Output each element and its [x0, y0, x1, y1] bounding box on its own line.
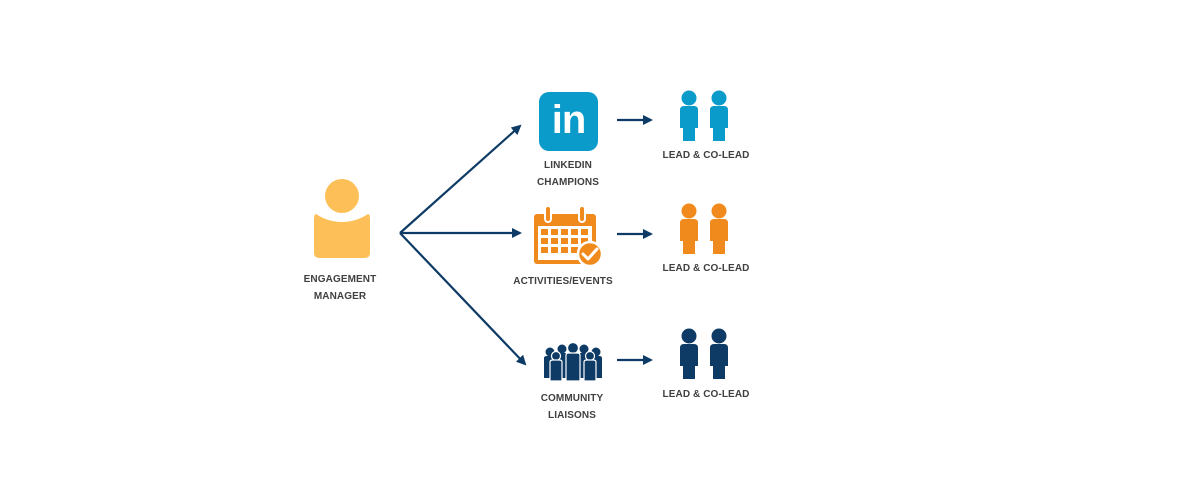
lead-label-linkedin: LEAD & CO-LEAD [662, 150, 750, 161]
linkedin-icon-text: in [551, 98, 587, 142]
arrow-to-linkedin [399, 124, 522, 234]
linkedin-icon: in [539, 92, 598, 151]
community-liaisons-label: COMMUNITY LIAISONS [540, 393, 604, 421]
person-icon [314, 179, 370, 258]
activities-events-label: ACTIVITIES/EVENTS [513, 276, 613, 287]
lead-pair-icon [680, 203, 728, 254]
group-icon [544, 342, 602, 382]
linkedin-champions-label: LINKEDIN CHAMPIONS [536, 160, 599, 188]
lead-label-activities: LEAD & CO-LEAD [662, 263, 750, 274]
calendar-check-icon [534, 205, 604, 268]
manager-label: ENGAGEMENT MANAGER [303, 274, 377, 302]
lead-pair-icon [680, 90, 728, 141]
lead-label-community: LEAD & CO-LEAD [662, 389, 750, 400]
lead-pair-icon [680, 328, 728, 379]
arrow-to-community [399, 232, 527, 366]
